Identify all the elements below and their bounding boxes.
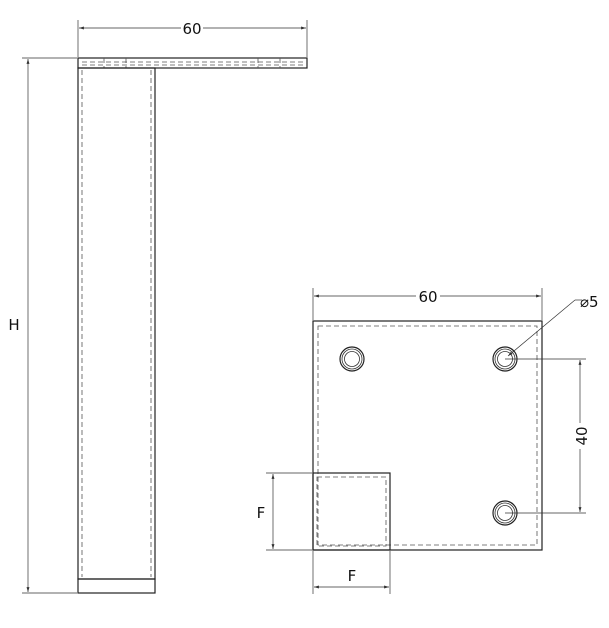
side-view: 60 H [8, 19, 308, 594]
plate-dim-fh-label: F [257, 504, 266, 522]
side-leg-body [77, 67, 156, 580]
side-top-plate-screw-right [257, 58, 281, 68]
side-dim-h-label: H [8, 316, 19, 334]
plate-view: 60 ⌀5 40 F F [257, 287, 599, 594]
side-dim-60-gap [181, 19, 203, 37]
plate-outline [312, 320, 543, 551]
plate-hole-diameter-label: ⌀5 [580, 293, 599, 311]
plate-leg-footprint-hidden [316, 476, 387, 547]
side-leg-foot [77, 578, 156, 594]
plate-hole-top-left [339, 346, 365, 372]
plate-dim-40-label: 40 [573, 426, 591, 445]
side-leg-hidden [81, 70, 152, 577]
plate-hole-leader [507, 299, 576, 357]
side-top-plate-screw-left [103, 58, 127, 68]
plate-hidden-outline [317, 325, 538, 546]
plate-dim-60-gap [416, 287, 440, 305]
plate-leg-footprint [312, 472, 391, 551]
plate-dim-40-gap [572, 423, 590, 449]
plate-dim-fw-label: F [348, 567, 357, 585]
side-top-plate [77, 57, 308, 69]
side-top-plate-hidden [82, 61, 303, 66]
plate-dim-60-label: 60 [418, 288, 437, 306]
side-dim-60-label: 60 [182, 20, 201, 38]
